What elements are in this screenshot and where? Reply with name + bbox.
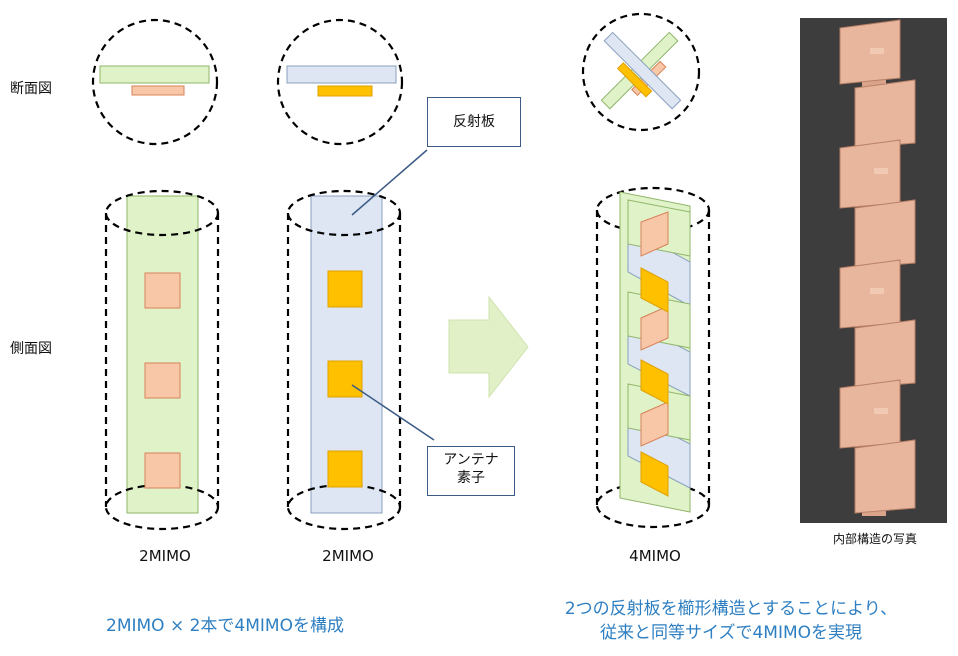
cross-section-2mimo-b [276, 18, 404, 146]
caption-right-line1: 2つの反射板を櫛形構造とすることにより、 [564, 599, 898, 619]
cross-section-4mimo [581, 12, 701, 132]
antenna-element-callout-line2: 素子 [457, 470, 485, 486]
side-view-2mimo-a [104, 189, 220, 531]
element-leader-line [351, 384, 435, 441]
internal-structure-photo [800, 18, 947, 523]
cross-section-label: 断面図 [10, 81, 52, 97]
side-view-2mimo-b [286, 189, 402, 531]
column-label-2mimo-b: 2MIMO [322, 547, 374, 565]
side-view-4mimo [595, 186, 711, 529]
antenna-element-callout-line1: アンテナ [443, 452, 499, 468]
reflector-callout-text: 反射板 [453, 114, 495, 130]
caption-left: 2MIMO × 2本で4MIMOを構成 [106, 616, 344, 636]
reflector-callout: 反射板 [427, 97, 521, 147]
transform-arrow [448, 295, 529, 399]
photo-caption: 内部構造の写真 [832, 532, 917, 546]
antenna-element-callout: アンテナ 素子 [427, 446, 515, 496]
column-label-4mimo: 4MIMO [629, 547, 681, 565]
reflector-leader-line [351, 149, 428, 216]
column-label-2mimo-a: 2MIMO [139, 547, 191, 565]
cross-section-2mimo-a [91, 18, 219, 146]
caption-right: 2つの反射板を櫛形構造とすることにより、 従来と同等サイズで4MIMOを実現 [508, 597, 954, 645]
side-view-label: 側面図 [10, 341, 52, 357]
caption-right-line2: 従来と同等サイズで4MIMOを実現 [599, 623, 863, 643]
